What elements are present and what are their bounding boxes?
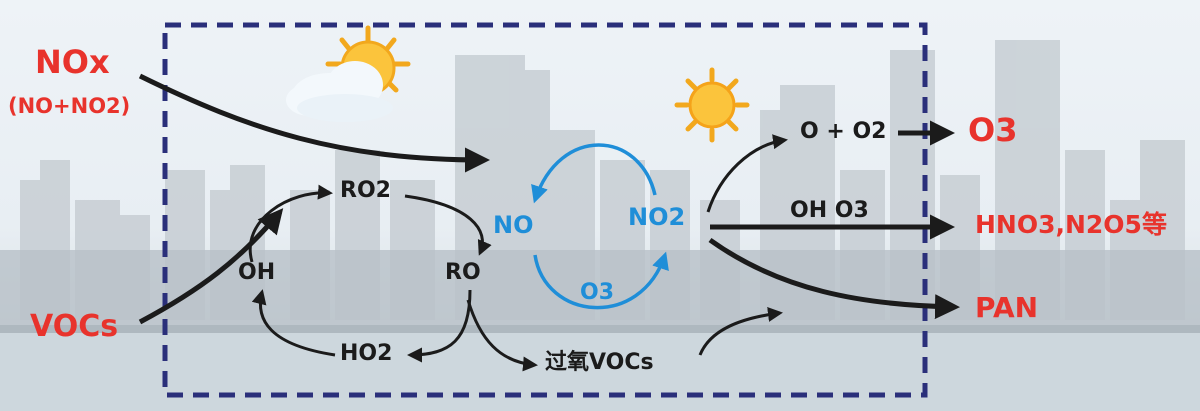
arrow-oh-to-ro2 xyxy=(248,184,333,263)
oh-o3-label: OH O3 xyxy=(790,198,869,223)
arrow-no2-to-no-cycle xyxy=(531,143,657,204)
arrow-no2-to-o-plus-o2 xyxy=(706,134,788,213)
sun-icon xyxy=(674,67,750,143)
o-plus-o2-label: O + O2 xyxy=(800,119,887,144)
ro2-label: RO2 xyxy=(340,178,391,203)
pan-label: PAN xyxy=(975,291,1039,324)
arrow-ro-to-ho2 xyxy=(407,289,472,363)
ho2-label: HO2 xyxy=(340,341,393,366)
o3-cycle-label: O3 xyxy=(580,280,615,305)
o3-product-label: O3 xyxy=(968,111,1018,149)
arrow-ho2-to-oh xyxy=(251,289,336,357)
arrow-nox-to-no2 xyxy=(138,73,490,173)
oh-label: OH xyxy=(238,260,276,285)
arrow-vocs-to-ro2 xyxy=(138,208,284,325)
nox-label: NOx xyxy=(35,43,110,81)
no2-label: NO2 xyxy=(628,203,686,231)
arrow-peroxy-vocs-to-pan xyxy=(698,307,783,356)
hno3-n2o5-label: HNO3,N2O5等 xyxy=(975,210,1167,239)
arrow-no-to-no2-cycle xyxy=(533,251,669,310)
sun-with-cloud-icon xyxy=(286,25,411,122)
vocs-label: VOCs xyxy=(30,309,119,344)
nox-detail-label: (NO+NO2) xyxy=(8,94,131,118)
dashed-boundary-frame xyxy=(162,22,928,398)
peroxy-vocs-label: 过氧VOCs xyxy=(545,350,654,375)
no-label: NO xyxy=(493,211,534,239)
ro-label: RO xyxy=(445,260,481,285)
arrow-no2-to-pan xyxy=(708,237,960,320)
arrow-ro-to-peroxy-vocs xyxy=(466,299,538,372)
arrow-ro2-to-ro xyxy=(404,194,492,256)
